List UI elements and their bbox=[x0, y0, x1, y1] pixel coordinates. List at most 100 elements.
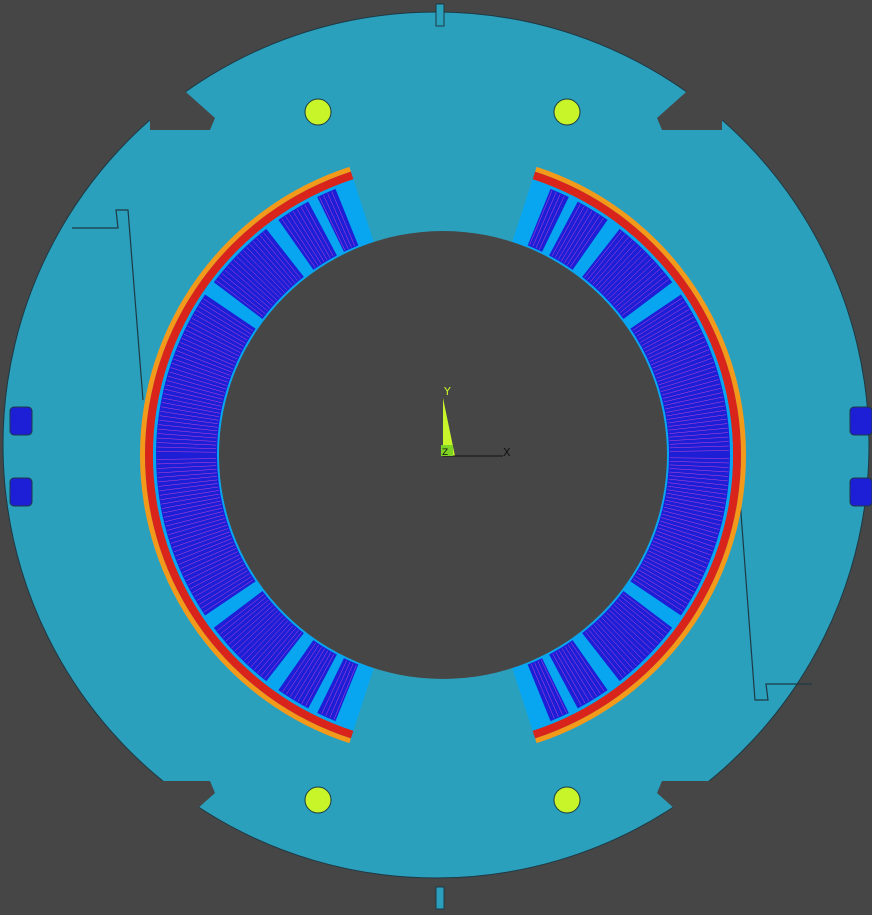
cable-turn bbox=[551, 204, 581, 256]
cable-turn bbox=[645, 324, 698, 353]
cable-turn bbox=[632, 297, 683, 331]
cable-turn bbox=[589, 237, 629, 283]
conductor-block-left-1-a bbox=[213, 591, 304, 682]
cable-turn bbox=[660, 520, 717, 539]
cable-turn bbox=[590, 626, 630, 672]
cable-turn bbox=[655, 534, 711, 556]
conductor-block-left-1-b bbox=[213, 228, 304, 319]
cable-turn bbox=[256, 238, 296, 284]
cable-turn bbox=[178, 541, 234, 565]
cable-turn bbox=[669, 450, 729, 452]
cable-turn bbox=[162, 397, 221, 410]
cable-turn bbox=[239, 253, 283, 296]
cable-turn bbox=[661, 379, 719, 396]
cable-turn bbox=[178, 346, 234, 370]
cable-turn bbox=[564, 213, 597, 264]
key-block-right-upper bbox=[849, 406, 872, 436]
cable-turn bbox=[217, 594, 265, 631]
cable-turn bbox=[196, 310, 248, 341]
cable-turn bbox=[172, 363, 229, 383]
cable-turn bbox=[183, 333, 238, 360]
cable-turn bbox=[236, 256, 280, 298]
cable-turn bbox=[173, 531, 230, 553]
bolt-hole-bottom-right bbox=[553, 786, 581, 814]
cable-turn bbox=[160, 490, 219, 500]
cable-turn bbox=[216, 280, 264, 317]
cable-turn bbox=[304, 204, 334, 257]
cable-turn bbox=[158, 424, 218, 432]
cable-turn bbox=[558, 650, 590, 702]
cable-turn bbox=[243, 250, 285, 293]
cable-turn bbox=[191, 317, 244, 347]
cable-turn bbox=[228, 605, 274, 645]
cable-turn bbox=[168, 375, 225, 393]
cable-turn bbox=[608, 609, 653, 651]
notch-bottom-left bbox=[150, 781, 215, 851]
cable-turn bbox=[230, 263, 275, 303]
cable-turn bbox=[196, 570, 248, 601]
cable-turn bbox=[173, 358, 230, 380]
cable-turn bbox=[165, 511, 224, 527]
cable-turn bbox=[613, 604, 659, 644]
cable-turn bbox=[292, 211, 325, 262]
cable-turn bbox=[219, 597, 267, 635]
cable-turn bbox=[244, 618, 286, 661]
cable-turn bbox=[157, 433, 217, 439]
cable-turn bbox=[603, 252, 646, 295]
cable-turn bbox=[535, 194, 561, 249]
notch-top-left bbox=[150, 60, 215, 130]
cable-turn bbox=[263, 232, 301, 279]
cable-turn bbox=[160, 411, 219, 421]
cable-turn bbox=[175, 354, 231, 376]
cable-turn bbox=[293, 648, 325, 700]
cable-turn bbox=[640, 313, 692, 343]
cable-turn bbox=[177, 538, 233, 561]
cable-turn bbox=[172, 528, 229, 548]
cable-turn bbox=[617, 272, 664, 311]
cable-turn bbox=[161, 406, 220, 417]
cable-turn bbox=[192, 564, 245, 593]
cable-turn bbox=[666, 496, 725, 508]
yoke-split-line-right bbox=[739, 499, 812, 701]
conductor-block-right-2-a bbox=[549, 201, 608, 270]
cable-turn bbox=[660, 374, 718, 392]
cable-turn bbox=[603, 614, 647, 657]
bolt-hole-top-right bbox=[553, 98, 581, 126]
cable-turn bbox=[584, 231, 622, 278]
cable-turn bbox=[331, 191, 355, 246]
cable-turn bbox=[669, 436, 729, 441]
cable-turn bbox=[166, 380, 224, 397]
triad-y-label: Y bbox=[443, 385, 451, 398]
cable-turn bbox=[654, 537, 710, 560]
cable-turn bbox=[327, 193, 352, 248]
cable-turn bbox=[188, 557, 241, 586]
key-block-left-upper bbox=[9, 406, 33, 436]
cable-turn bbox=[669, 464, 729, 468]
cable-turn bbox=[281, 218, 316, 268]
cable-turn bbox=[648, 333, 702, 359]
cable-turn bbox=[289, 213, 322, 264]
cable-turn bbox=[234, 610, 278, 652]
cable-turn bbox=[157, 451, 217, 453]
cable-turn bbox=[667, 485, 727, 495]
cable-turn bbox=[254, 625, 294, 671]
cable-turn bbox=[645, 557, 699, 585]
cable-turn bbox=[157, 458, 217, 460]
cable-turn bbox=[638, 569, 690, 600]
cable-turn bbox=[652, 540, 708, 564]
triad-origin-icon bbox=[441, 445, 453, 456]
coordinate-triad: Y X Z bbox=[441, 385, 511, 459]
conductor-block-left-3-b bbox=[317, 188, 359, 252]
cable-turn bbox=[157, 469, 217, 474]
cable-turn bbox=[532, 192, 557, 247]
cable-turn bbox=[643, 320, 696, 349]
cable-turn bbox=[593, 624, 634, 670]
cable-turn bbox=[669, 457, 729, 459]
cable-turn bbox=[159, 483, 218, 492]
cable-turn bbox=[199, 573, 250, 605]
cable-turn bbox=[162, 497, 221, 509]
cable-turn bbox=[297, 650, 328, 702]
cable-turn bbox=[222, 599, 269, 638]
